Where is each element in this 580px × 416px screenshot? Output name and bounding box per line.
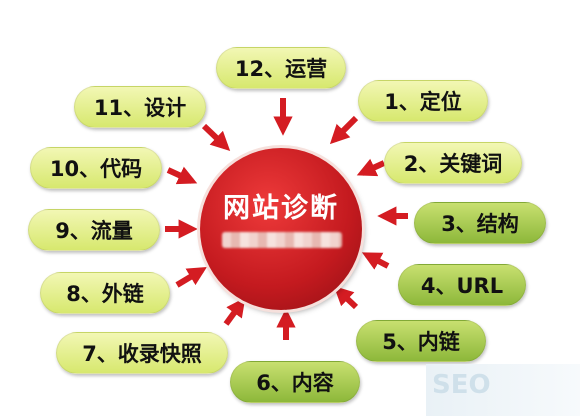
arrow-neilian [333,286,359,310]
arrow-guanjianci [356,158,386,177]
arrow-wailian [175,267,207,288]
node-8-wailian: 8、外链 [40,272,170,314]
arrow-url [361,252,390,270]
node-6-neirong: 6、内容 [230,361,360,403]
node-12-yunying: 12、运营 [216,47,346,89]
hub-title: 网站诊断 [223,193,339,224]
node-4-url: 4、URL [398,264,526,306]
node-9-liuliang: 9、流量 [28,209,160,251]
node-1-dingwei: 1、定位 [358,80,488,122]
node-10-daima: 10、代码 [30,147,162,189]
arrow-shoulu [223,297,246,326]
node-3-jiegou: 3、结构 [414,202,546,244]
arrow-daima [166,166,198,185]
watermark-text: SEO [432,370,491,400]
seo-watermark: SEO [426,364,580,416]
node-7-shoulu-kuaizhao: 7、收录快照 [56,332,228,374]
arrow-dingwei [329,115,359,145]
arrow-sheji [201,123,231,151]
node-2-guanjianci: 2、关键词 [384,142,522,184]
blurred-subtitle [222,232,342,248]
node-11-sheji: 11、设计 [74,86,206,128]
hub-circle: 网站诊断 [200,148,362,310]
node-5-neilian: 5、内链 [356,320,486,362]
